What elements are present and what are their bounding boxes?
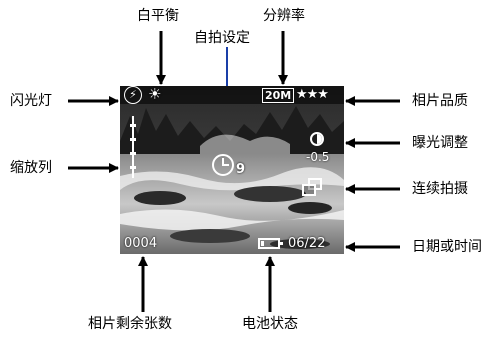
- flash-icon: ⚡: [124, 86, 142, 104]
- label-exposure: 曝光调整: [412, 135, 468, 151]
- self-timer-count: 9: [236, 162, 246, 177]
- top-status-bar: [120, 86, 344, 104]
- label-resolution: 分辨率: [263, 8, 305, 24]
- camera-lcd-screen: ⚡ ☀ 20M ★★★ 9 -0.5 0004 06/22: [120, 86, 344, 254]
- label-white-balance: 白平衡: [137, 8, 179, 24]
- remaining-count: 0004: [124, 236, 158, 251]
- label-date-time: 日期或时间: [412, 239, 482, 255]
- self-timer-icon: [212, 154, 234, 176]
- label-battery: 电池状态: [242, 316, 298, 332]
- continuous-shooting-icon: [302, 178, 324, 198]
- label-zoom: 缩放列: [10, 160, 52, 176]
- resolution-badge: 20M: [262, 88, 295, 103]
- quality-stars: ★★★: [296, 87, 329, 102]
- label-continuous: 连续拍摄: [412, 181, 468, 197]
- label-quality: 相片品质: [412, 93, 468, 109]
- exposure-value: -0.5: [306, 150, 330, 164]
- battery-level-fill: [261, 241, 264, 246]
- battery-icon: [258, 238, 283, 249]
- exposure-icon: [310, 132, 324, 146]
- label-self-timer: 自拍设定: [194, 30, 250, 46]
- date-display: 06/22: [288, 236, 326, 251]
- label-flash: 闪光灯: [10, 93, 52, 109]
- label-remaining: 相片剩余张数: [88, 316, 172, 332]
- zoom-bar: [130, 116, 136, 178]
- white-balance-icon: ☀: [148, 86, 162, 103]
